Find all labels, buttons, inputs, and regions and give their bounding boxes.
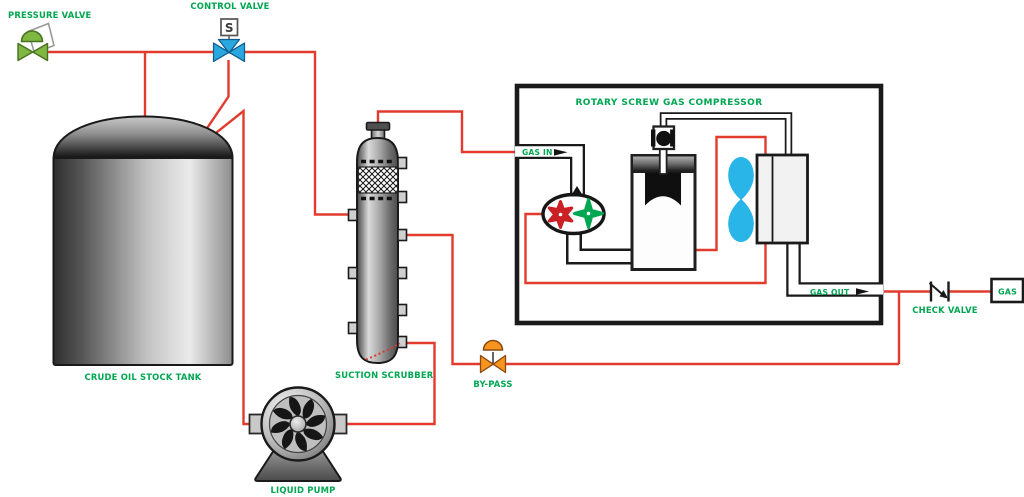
actuator-box: [220, 18, 239, 37]
pipe-tank-to-scrubber: [48, 50, 350, 216]
heat-exchanger: [755, 153, 809, 245]
bypass-label: BY-PASS: [473, 379, 512, 389]
suction-scrubber: SUCTION SCRUBBER: [335, 121, 434, 380]
check-valve-label: CHECK VALVE: [912, 305, 977, 315]
nozzle-left-mid: [347, 266, 358, 280]
control-valve-label: CONTROL VALVE: [190, 1, 269, 11]
pipe-exchanger-to-cylinder: [694, 135, 767, 252]
gas-in-arrow: [554, 149, 568, 156]
crank-bearing-left: [651, 129, 656, 147]
rotor-discharge-channel-bore: [568, 230, 636, 262]
cooler-fan: [728, 157, 754, 242]
crank-pipe-bore: [661, 114, 791, 156]
bypass-dome: [482, 339, 504, 351]
check-valve: CHECK VALVE: [912, 281, 978, 315]
nozzle-right-2: [397, 190, 408, 204]
crank-bearing-right: [670, 129, 675, 147]
pipe-pump-to-scrubber-bottom: [342, 341, 436, 426]
gas-box: [990, 277, 1024, 304]
check-valve-arrowhead: [939, 290, 948, 299]
gas-out-arrow: [856, 288, 869, 295]
gas-box-label: GAS: [998, 288, 1017, 297]
crank-ball: [656, 130, 672, 147]
control-valve-right: [228, 42, 246, 63]
liquid-pump: LIQUID PUMP: [248, 386, 348, 495]
tank-dome: [52, 115, 234, 159]
pipe-bypass-line: [402, 233, 899, 366]
nozzle-right-5: [397, 303, 408, 317]
rotor-red: [547, 200, 574, 229]
scrubber-flange: [365, 121, 391, 131]
actuator-letter: S: [225, 21, 234, 35]
scrubber-label: SUCTION SCRUBBER: [335, 370, 434, 380]
control-valve-top: [217, 38, 241, 54]
bypass-body-left: [479, 354, 494, 374]
pump-hub: [289, 415, 307, 433]
compressor-package: GAS IN GAS OUT ROTARY SCREW GAS COMPRESS…: [514, 83, 884, 326]
pump-label: LIQUID PUMP: [271, 485, 336, 495]
nozzle-right-4: [397, 266, 408, 280]
gas-out-channel-bore: [788, 242, 883, 295]
pressure-valve-label: PRESSURE VALVE: [8, 10, 92, 20]
pressure-valve-dome: [20, 30, 44, 43]
gas-out-label: GAS OUT: [810, 288, 850, 297]
pump-impeller: [270, 396, 326, 452]
gas-in-label: GAS IN: [522, 148, 553, 157]
nozzle-left-feed: [347, 208, 358, 222]
mesh-pad: [357, 166, 399, 194]
nozzle-right-3: [397, 228, 408, 242]
nozzle-left-low: [347, 321, 358, 335]
pipe-control-valve-to-tank: [204, 60, 230, 132]
pump-pedestal: [254, 446, 342, 482]
crude-oil-stock-tank: CRUDE OIL STOCK TANK: [52, 115, 234, 382]
gas-in-channel-bore: [515, 146, 583, 197]
pipe-rotor-to-exchanger: [524, 212, 767, 285]
rotor-green: [573, 198, 604, 229]
pressure-valve-body-left: [17, 42, 34, 62]
pressure-valve: PRESSURE VALVE: [8, 10, 92, 62]
nozzle-right-1: [397, 156, 408, 170]
bypass-body-right: [492, 354, 507, 374]
flow-up-arrow: [570, 186, 584, 197]
tank-body: [52, 155, 234, 366]
compressor-title: ROTARY SCREW GAS COMPRESSOR: [575, 98, 762, 108]
control-valve: S CONTROL VALVE: [190, 1, 269, 63]
tank-label: CRUDE OIL STOCK TANK: [85, 372, 202, 382]
pipe-scrubber-to-gas-in: [376, 110, 517, 154]
bypass-valve: BY-PASS: [473, 339, 512, 389]
pressure-valve-body-right: [32, 42, 49, 62]
control-valve-left: [212, 42, 230, 63]
piston: [645, 172, 681, 206]
nozzle-right-6: [397, 335, 408, 349]
gas-outlet-box: GAS: [990, 277, 1024, 304]
